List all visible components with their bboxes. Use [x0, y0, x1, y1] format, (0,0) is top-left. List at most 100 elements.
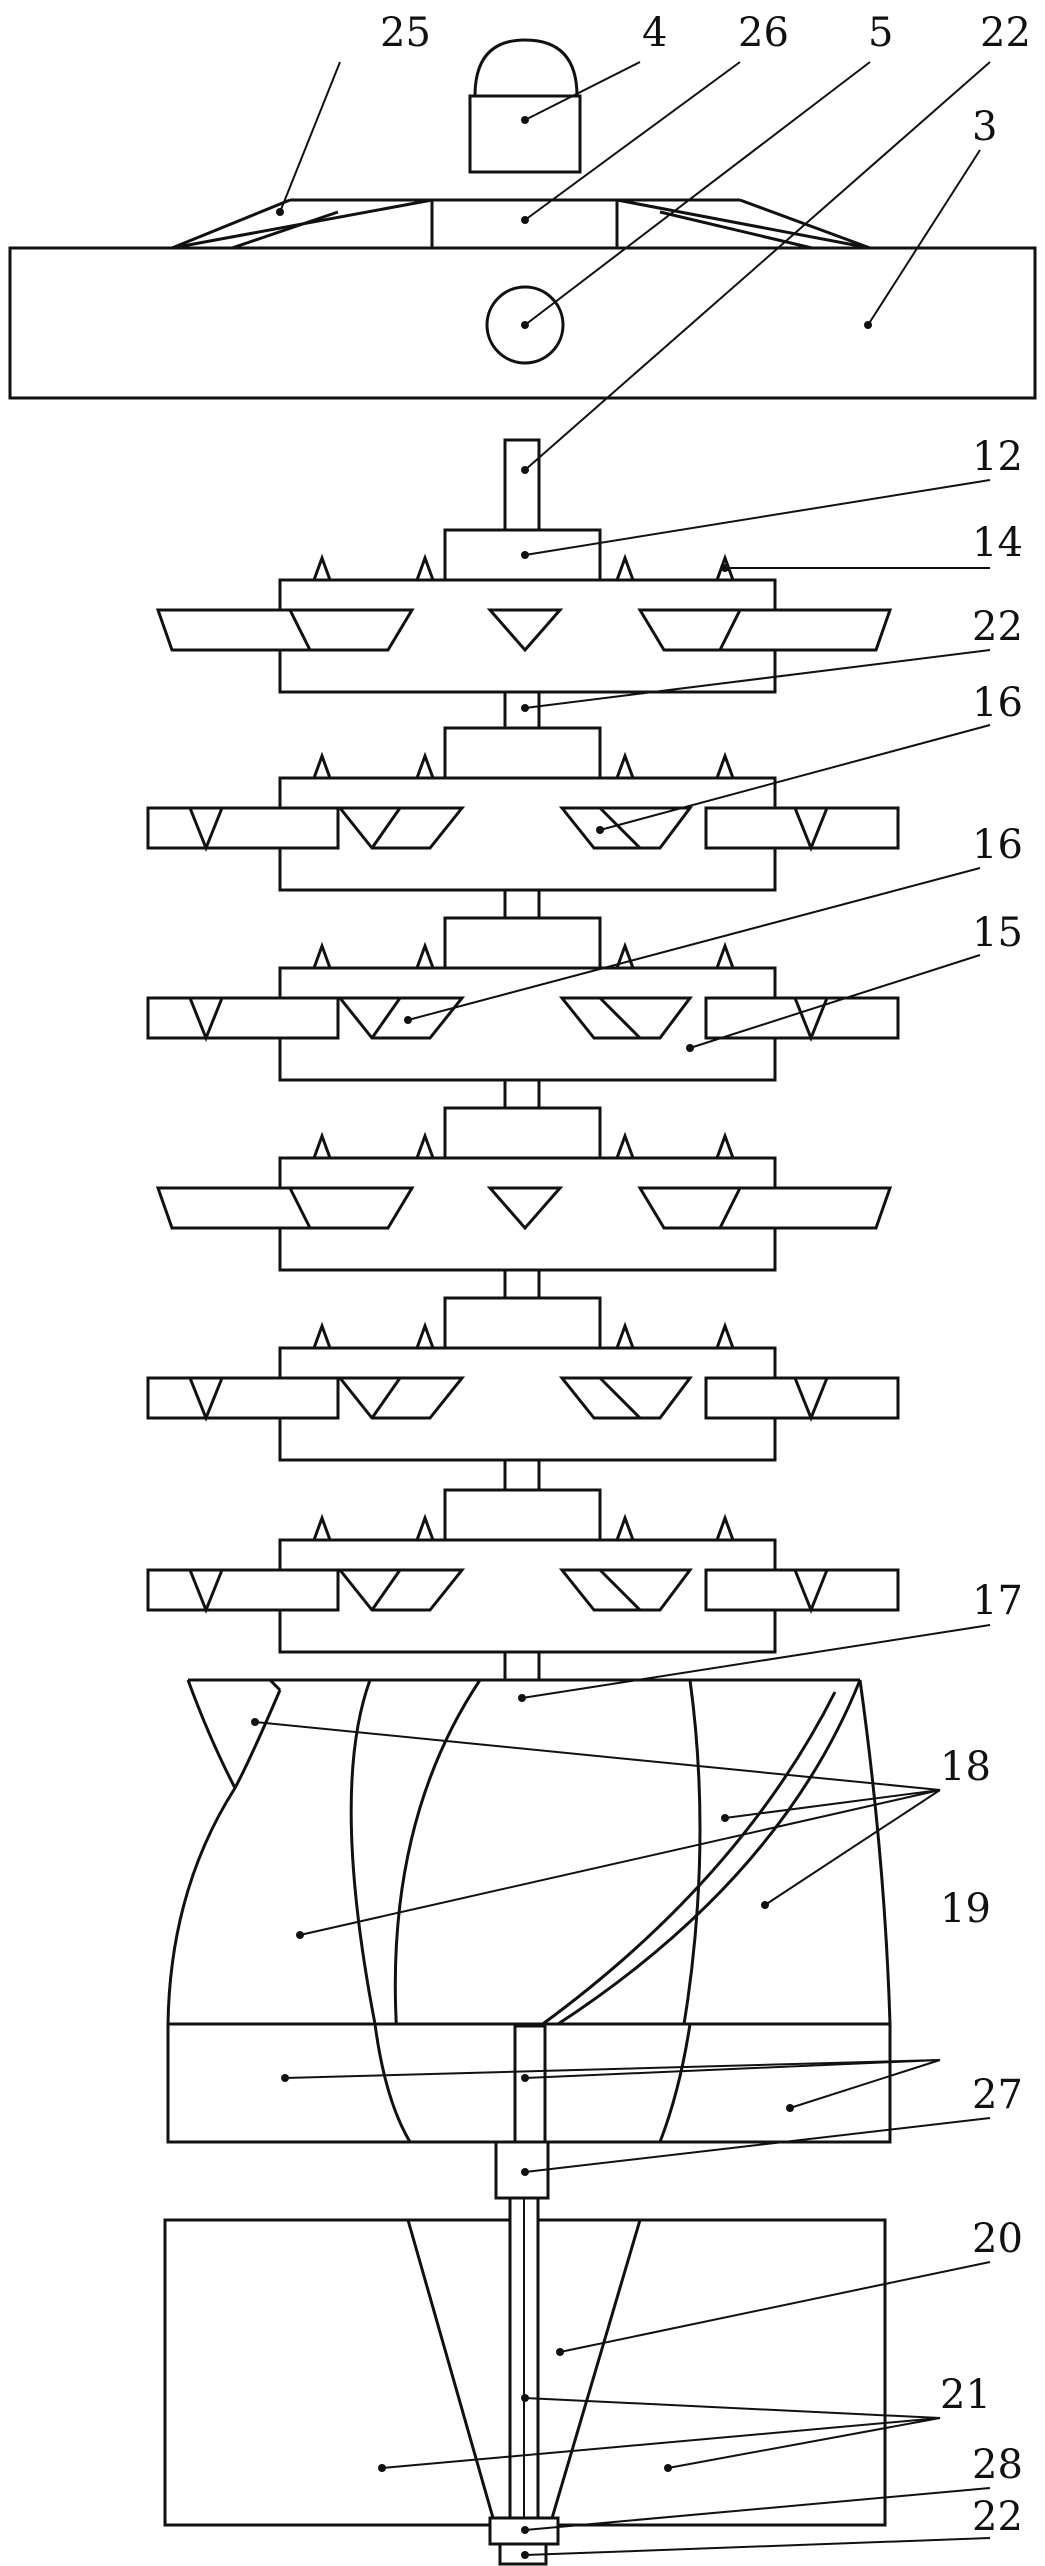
- stage-body: [278, 966, 777, 1082]
- top-frame: [8, 38, 1037, 400]
- spike: [312, 1131, 332, 1159]
- blade-inner-right: [558, 1376, 693, 1420]
- blade-inner-left: [336, 996, 466, 1040]
- stage-hub: [443, 726, 602, 780]
- blade-outer-left: [146, 1376, 340, 1420]
- blade-left: [155, 608, 415, 652]
- blade-inner-right: [558, 996, 693, 1040]
- label-22-top: 22: [980, 10, 1031, 56]
- stage-hub: [443, 1296, 602, 1350]
- blade-mark: [718, 609, 742, 651]
- motor-cap: [473, 38, 579, 98]
- blade-mark: [370, 1569, 402, 1611]
- label-3: 3: [972, 104, 997, 150]
- label-22-mid: 22: [972, 604, 1023, 650]
- label-16-b: 16: [972, 822, 1023, 868]
- spike: [715, 1321, 735, 1349]
- blade-mark: [370, 1377, 402, 1419]
- blade-mark: [288, 609, 312, 651]
- label-4: 4: [642, 10, 667, 56]
- label-15: 15: [972, 910, 1023, 956]
- blade-inner-right: [558, 806, 693, 850]
- blade-right: [637, 608, 893, 652]
- blade-inner-left: [336, 806, 466, 850]
- spike: [715, 941, 735, 969]
- spike: [415, 1513, 435, 1541]
- spike: [615, 751, 635, 779]
- spike: [312, 1513, 332, 1541]
- spike: [415, 553, 435, 581]
- label-28: 28: [972, 2442, 1023, 2488]
- spike: [615, 1131, 635, 1159]
- spike: [615, 553, 635, 581]
- blade-v: [793, 1569, 829, 1615]
- label-19: 19: [940, 1886, 991, 1932]
- labels: 25 4 26 5 22 3 12 14 22 16 16 15 17 18 1…: [380, 10, 1031, 2540]
- blade-left: [155, 1186, 415, 1230]
- label-27: 27: [972, 2072, 1023, 2118]
- blade-mark: [718, 1187, 742, 1229]
- stage-body: [278, 1538, 777, 1654]
- spike: [312, 751, 332, 779]
- stage-hub: [443, 1106, 602, 1160]
- label-14: 14: [972, 520, 1023, 566]
- spike: [715, 1131, 735, 1159]
- blade-v: [188, 807, 224, 853]
- stage-body: [278, 1346, 777, 1462]
- cutter-stages: [146, 528, 900, 1654]
- spike: [312, 941, 332, 969]
- blade-v: [188, 997, 224, 1043]
- blade-mark: [598, 1376, 642, 1420]
- blade-v: [188, 1569, 224, 1615]
- spike: [715, 1513, 735, 1541]
- spike: [415, 1131, 435, 1159]
- blade-center: [486, 608, 564, 653]
- label-25: 25: [380, 10, 431, 56]
- spike: [715, 751, 735, 779]
- shaft-top: [503, 438, 541, 532]
- blade-center: [486, 1186, 564, 1231]
- stage-body: [278, 776, 777, 892]
- spike: [415, 1321, 435, 1349]
- label-22-bottom: 22: [972, 2494, 1023, 2540]
- spike: [715, 553, 735, 581]
- label-12: 12: [972, 434, 1023, 480]
- blade-v: [793, 1377, 829, 1423]
- spike: [615, 1321, 635, 1349]
- label-16-a: 16: [972, 680, 1023, 726]
- blade-inner-left: [336, 1568, 466, 1612]
- spike: [415, 751, 435, 779]
- blade-v: [793, 997, 829, 1043]
- blade-outer-right: [704, 1376, 900, 1420]
- spike: [415, 941, 435, 969]
- blade-mark: [598, 996, 642, 1040]
- blade-inner-right: [558, 1568, 693, 1612]
- blade-outer-left: [146, 806, 340, 850]
- blade-mark: [288, 1187, 312, 1229]
- spike: [615, 1513, 635, 1541]
- blade-v: [188, 1377, 224, 1423]
- label-5: 5: [868, 10, 893, 56]
- stage-hub: [443, 916, 602, 970]
- stage-hub: [443, 1488, 602, 1542]
- blade-mark: [598, 1568, 642, 1612]
- blade-outer-left: [146, 996, 340, 1040]
- cone-assembly: [166, 1678, 892, 2200]
- bottom-box: [163, 2196, 887, 2566]
- label-21: 21: [940, 2372, 991, 2418]
- leaders: [251, 61, 991, 2559]
- blade-mark: [370, 997, 402, 1039]
- spike: [312, 553, 332, 581]
- blade-mark: [598, 806, 642, 850]
- label-26: 26: [738, 10, 789, 56]
- spike: [312, 1321, 332, 1349]
- label-18: 18: [940, 1744, 991, 1790]
- label-20: 20: [972, 2216, 1023, 2262]
- blade-v: [793, 807, 829, 853]
- motor-4: [468, 94, 582, 174]
- platform-26: [430, 198, 619, 250]
- blade-inner-left: [336, 1376, 466, 1420]
- label-17: 17: [972, 1578, 1023, 1624]
